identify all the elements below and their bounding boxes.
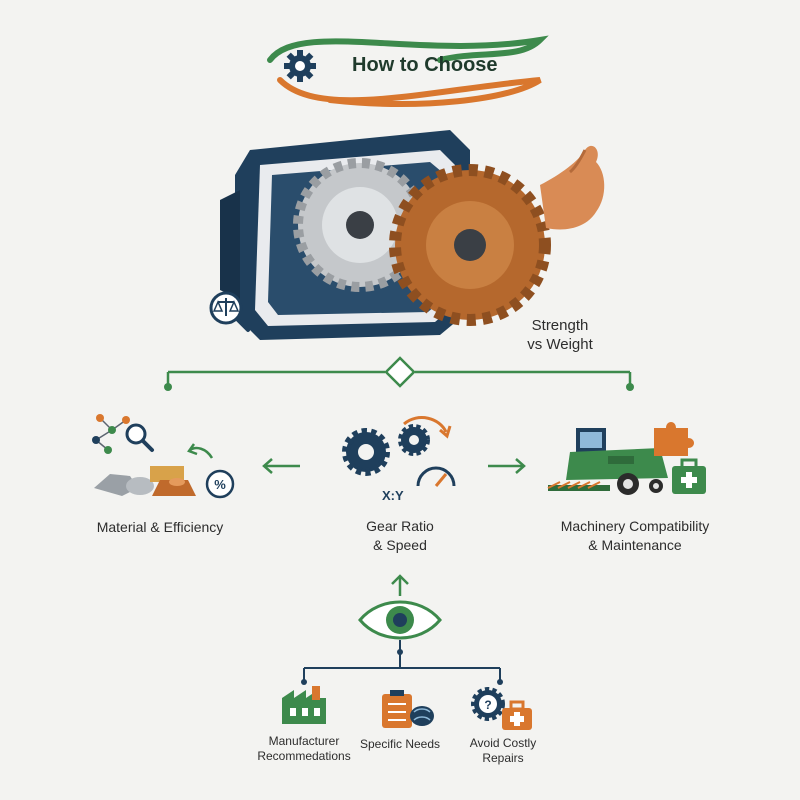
page-title: How to Choose	[352, 54, 498, 76]
strength-weight-label: Strength vs Weight	[500, 316, 620, 354]
svg-text:%: %	[214, 477, 226, 492]
machinery-label: Machinery Compatibility & Maintenance	[530, 517, 740, 555]
bottom-connectors	[303, 640, 501, 682]
toolbox-icon	[502, 700, 532, 730]
copper-gear	[389, 164, 551, 326]
ratio-label: X:Y	[382, 488, 404, 503]
material-efficiency-label: Material & Efficiency	[96, 519, 224, 535]
svg-text:?: ?	[484, 698, 491, 712]
gear-ratio-icon	[342, 416, 456, 487]
specific-needs-label: Specific Needs	[359, 737, 441, 751]
materials-icon: %	[92, 414, 235, 499]
manufacturer-label: Manufacturer Recommedations	[244, 734, 364, 764]
manufacturer-line1: Manufacturer	[268, 734, 340, 748]
avoid-line1: Avoid Costly	[469, 736, 537, 750]
strength-label-line2: vs Weight	[527, 336, 593, 353]
machinery-line2: & Maintenance	[588, 537, 682, 553]
bottom-dots	[301, 649, 503, 685]
gear-ratio-label: Gear Ratio & Speed	[320, 517, 480, 555]
strength-label-line1: Strength	[531, 317, 589, 334]
connectors	[166, 356, 632, 596]
balance-magnifier-icon	[209, 291, 250, 332]
gearbox-illustration	[209, 130, 605, 340]
avoid-line2: Repairs	[482, 751, 524, 765]
gear-question-icon: ?	[471, 687, 505, 721]
gear-ratio-line2: & Speed	[373, 537, 427, 553]
connector-dots	[164, 383, 634, 391]
checklist-brain-icon	[382, 690, 434, 728]
title-banner	[267, 35, 549, 107]
strength-arm-icon	[540, 145, 605, 230]
gear-ratio-line1: Gear Ratio	[366, 518, 434, 534]
gear-icon	[284, 50, 316, 82]
manufacturer-line2: Recommedations	[257, 749, 351, 763]
factory-icon	[282, 686, 326, 724]
machinery-line1: Machinery Compatibility	[560, 518, 710, 534]
avoid-repairs-label: Avoid Costly Repairs	[448, 736, 558, 766]
eye-icon	[358, 600, 442, 640]
harvester-icon	[547, 422, 706, 495]
